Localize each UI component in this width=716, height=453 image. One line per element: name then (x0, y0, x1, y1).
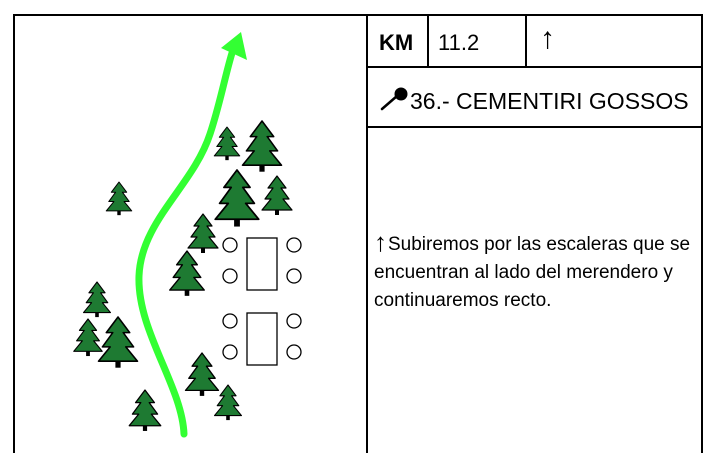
card-frame (13, 14, 703, 453)
tree (187, 213, 219, 254)
station-row-divider (366, 126, 703, 128)
tree (105, 181, 133, 216)
route-path (135, 49, 236, 438)
tree (213, 126, 241, 161)
up-arrow-icon: ↑ (374, 227, 387, 257)
tree (128, 389, 162, 432)
station-title: 36.- CEMENTIRI GOSSOS (410, 88, 689, 114)
tree (184, 352, 220, 397)
route-arrow-icon (221, 32, 247, 60)
tree (261, 175, 293, 216)
km-cell-divider (427, 14, 429, 67)
tree (214, 169, 260, 228)
column-divider (366, 14, 368, 453)
instruction-text-block: ↑Subiremos por las escaleras que se encu… (374, 228, 696, 315)
tree (241, 120, 283, 173)
instruction-text: Subiremos por las escaleras que se encue… (374, 234, 691, 311)
value-cell-divider (525, 14, 527, 67)
tree (169, 250, 205, 297)
direction-arrow-icon: ↑ (540, 22, 555, 55)
picnic-table (222, 312, 302, 366)
tree (73, 318, 103, 357)
km-value: 11.2 (438, 30, 480, 55)
header-row-divider (366, 66, 703, 68)
km-label: KM (379, 30, 414, 55)
route-map (73, 32, 302, 438)
picnic-table (222, 237, 302, 291)
tree (97, 316, 139, 369)
map-pin-icon (380, 87, 408, 111)
tree (82, 281, 112, 318)
